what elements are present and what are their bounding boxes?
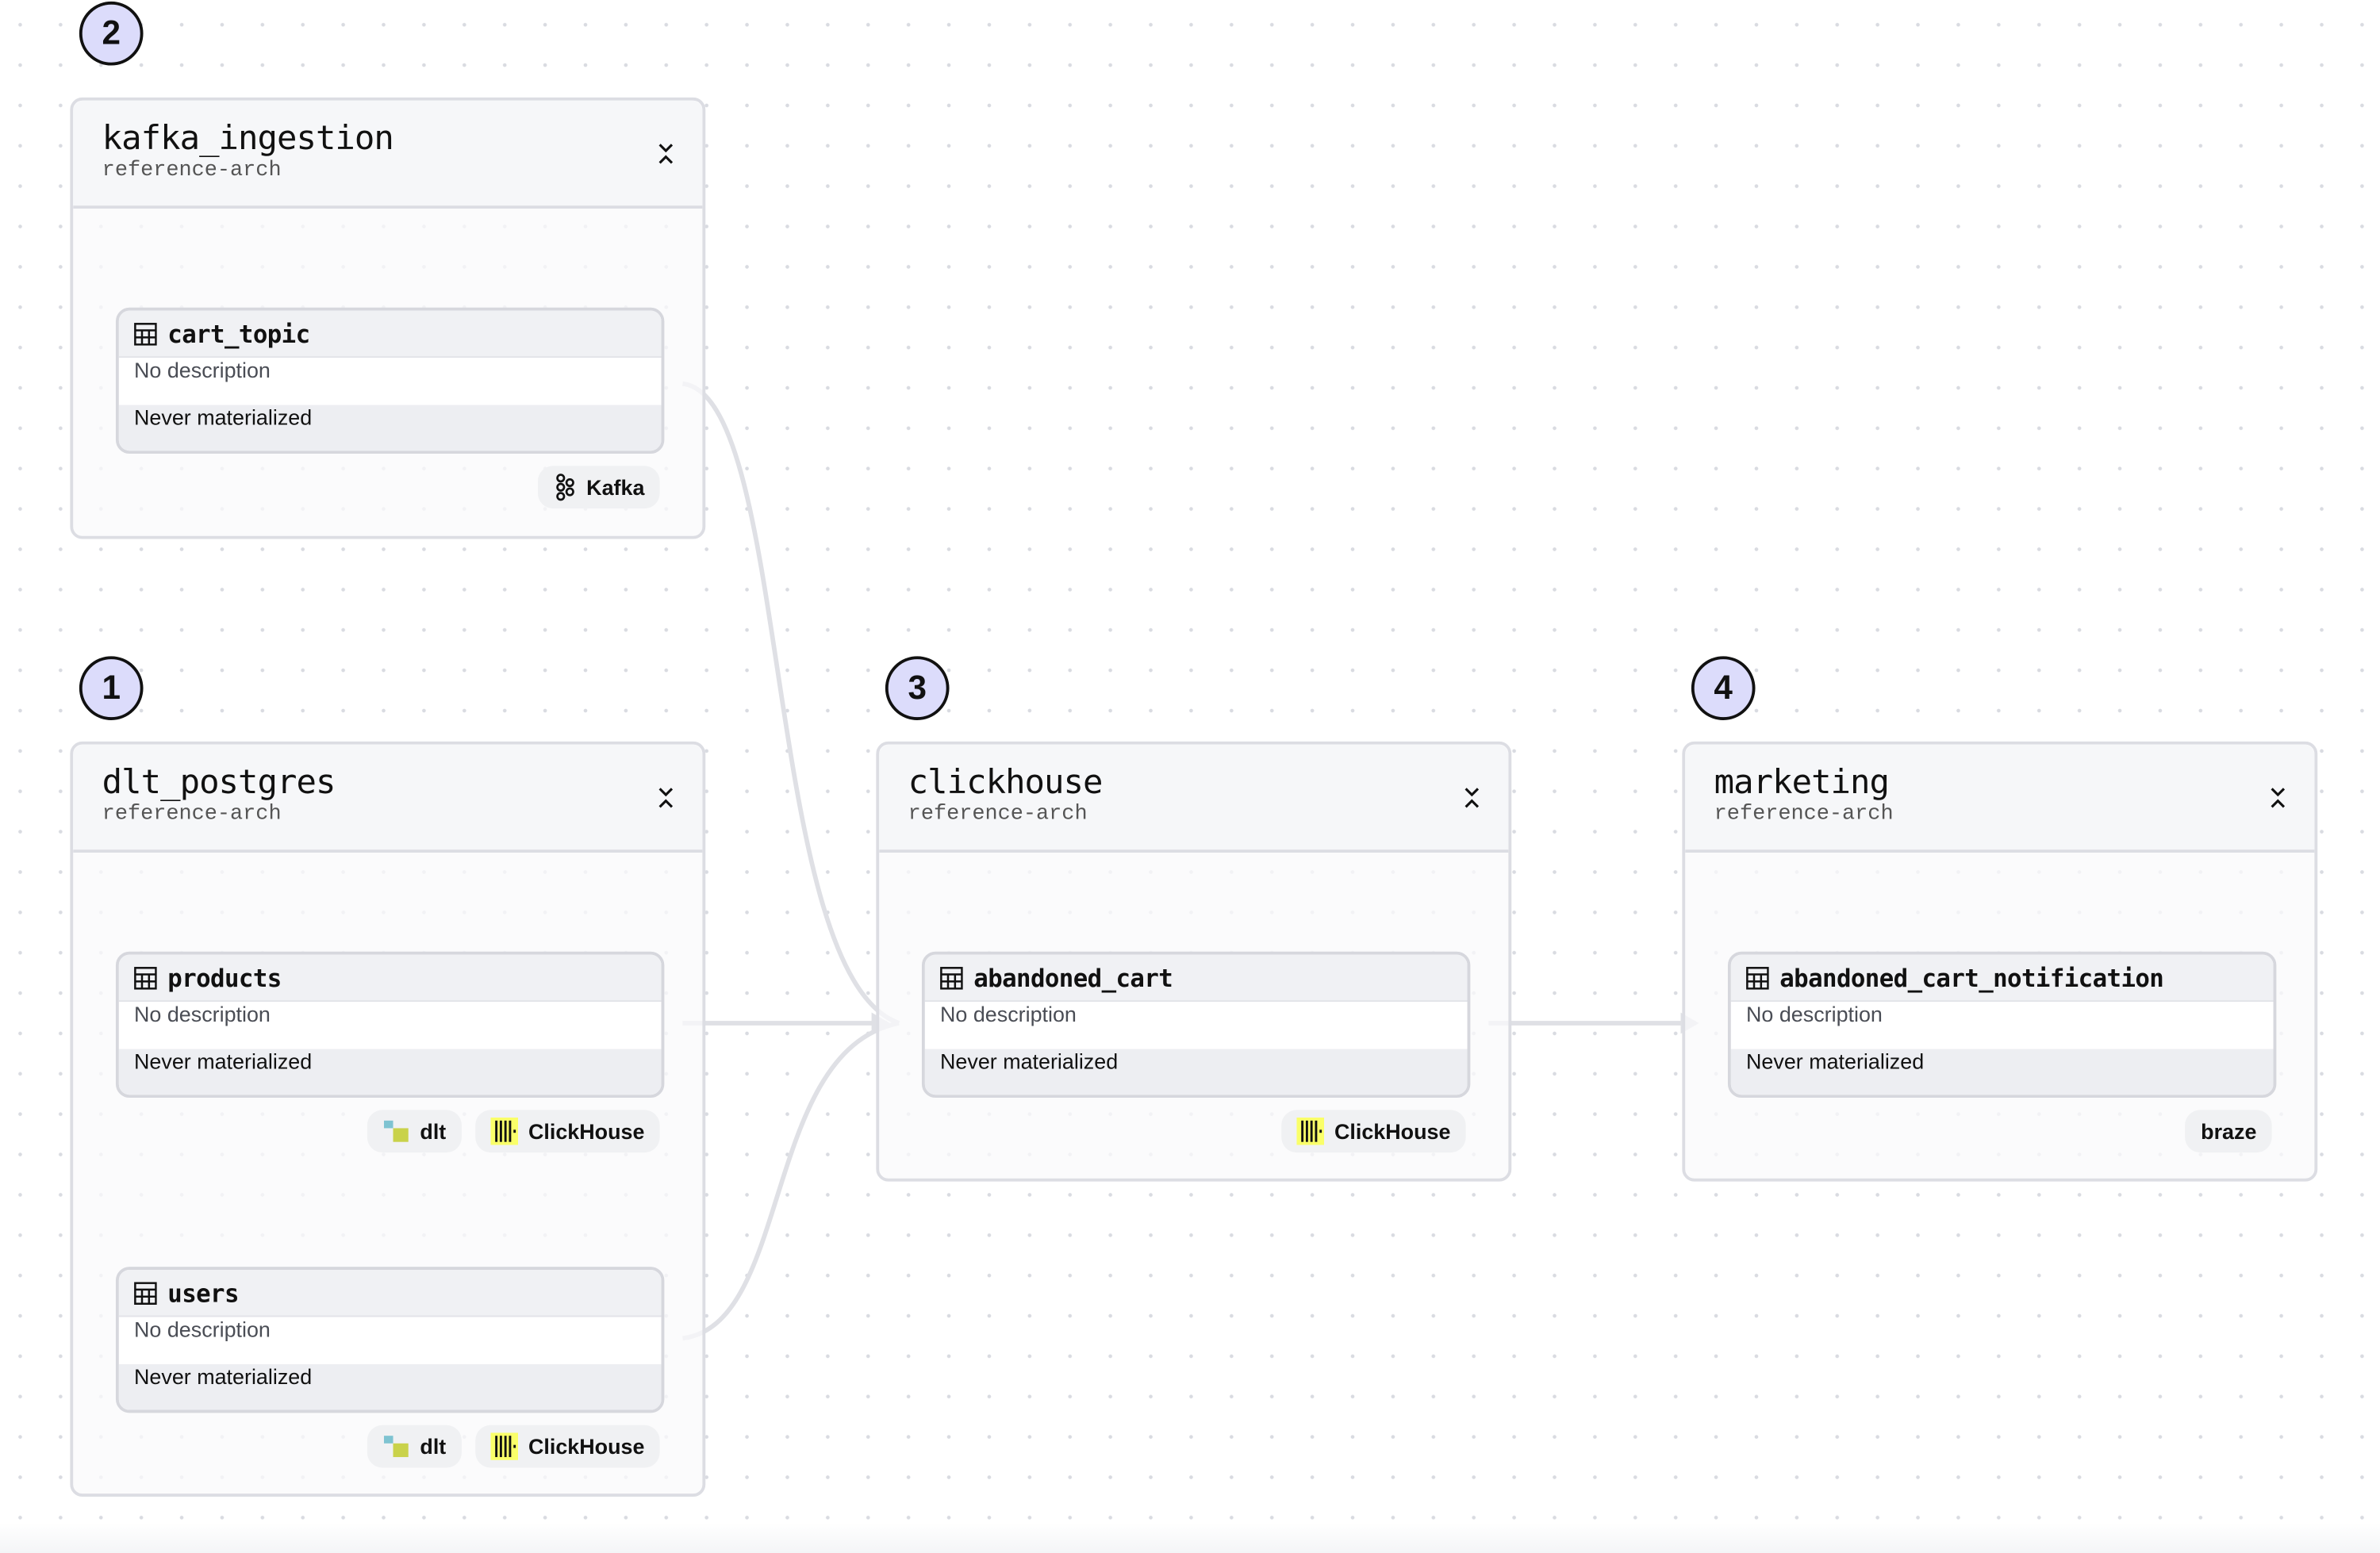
asset-status: Never materialized — [118, 1363, 662, 1410]
asset-name[interactable]: cart_topic — [167, 319, 310, 348]
asset-status: Never materialized — [118, 1049, 662, 1095]
collapse-icon[interactable] — [2269, 784, 2287, 812]
step-badge-3: 3 — [885, 656, 950, 720]
step-badge-2: 2 — [79, 1, 144, 66]
group-title: dlt_postgres — [102, 764, 336, 803]
asset-header: abandoned_cart — [924, 954, 1468, 1003]
group-title: kafka_ingestion — [102, 120, 394, 159]
collapse-icon[interactable] — [657, 784, 675, 812]
dlt-icon — [382, 1119, 409, 1144]
asset-description: No description — [118, 1002, 662, 1049]
tag-label: Kafka — [586, 474, 645, 500]
collapse-icon[interactable] — [1463, 784, 1481, 812]
asset-tags: braze — [2185, 1110, 2272, 1153]
tag-label: dlt — [420, 1434, 447, 1459]
asset-status: Never materialized — [924, 1049, 1468, 1095]
group-title: marketing — [1714, 764, 1890, 803]
tag-clickhouse[interactable]: ClickHouse — [474, 1425, 660, 1468]
group-subtitle: reference-arch — [908, 802, 1088, 827]
asset-header: cart_topic — [118, 310, 662, 359]
asset-description: No description — [118, 1317, 662, 1364]
kafka-icon — [553, 474, 576, 501]
asset-name[interactable]: abandoned_cart_notification — [1779, 963, 2164, 992]
collapse-icon[interactable] — [657, 140, 675, 168]
edge-users-abandoned_cart[interactable] — [682, 1021, 900, 1341]
tag-label: dlt — [420, 1118, 447, 1144]
table-icon — [1746, 966, 1769, 989]
asset-tags: ClickHouse — [1280, 1110, 1466, 1153]
tag-dlt[interactable]: dlt — [367, 1425, 462, 1468]
group-subtitle: reference-arch — [102, 158, 282, 183]
table-icon — [134, 322, 157, 345]
table-icon — [134, 966, 157, 989]
asset-description: No description — [924, 1002, 1468, 1049]
group-title: clickhouse — [908, 764, 1104, 803]
clickhouse-icon — [489, 1432, 518, 1460]
dlt-icon — [382, 1434, 409, 1459]
edge-cart_topic-abandoned_cart[interactable] — [682, 381, 900, 1026]
asset-name[interactable]: users — [167, 1278, 239, 1307]
group-subtitle: reference-arch — [102, 802, 282, 827]
asset-name[interactable]: abandoned_cart — [973, 963, 1173, 992]
asset-tags: dlt ClickHouse — [367, 1425, 660, 1468]
tag-dlt[interactable]: dlt — [367, 1110, 462, 1153]
asset-node-abandoned_cart_notification[interactable]: abandoned_cart_notification No descriptio… — [1727, 951, 2277, 1099]
asset-description: No description — [1730, 1002, 2274, 1049]
tag-clickhouse[interactable]: ClickHouse — [474, 1110, 660, 1153]
bottom-fade — [0, 1522, 2380, 1553]
tag-label: ClickHouse — [528, 1434, 645, 1459]
asset-header: users — [118, 1269, 662, 1317]
tag-label: braze — [2201, 1118, 2257, 1144]
tag-label: ClickHouse — [1334, 1118, 1451, 1144]
tag-braze[interactable]: braze — [2185, 1110, 2272, 1153]
group-subtitle: reference-arch — [1714, 802, 1894, 827]
clickhouse-icon — [1296, 1117, 1324, 1145]
step-badge-4: 4 — [1691, 656, 1756, 720]
step-badge-1: 1 — [79, 656, 144, 720]
asset-status: Never materialized — [118, 405, 662, 451]
asset-name[interactable]: products — [167, 963, 282, 992]
tag-kafka[interactable]: Kafka — [537, 466, 660, 509]
asset-status: Never materialized — [1730, 1049, 2274, 1095]
asset-header: abandoned_cart_notification — [1730, 954, 2274, 1003]
table-icon — [134, 1281, 157, 1305]
asset-tags: Kafka — [537, 466, 660, 509]
clickhouse-icon — [489, 1117, 518, 1145]
asset-description: No description — [118, 358, 662, 405]
table-icon — [940, 966, 963, 989]
asset-tags: dlt ClickHouse — [367, 1110, 660, 1153]
asset-header: products — [118, 954, 662, 1003]
tag-clickhouse[interactable]: ClickHouse — [1280, 1110, 1466, 1153]
tag-label: ClickHouse — [528, 1118, 645, 1144]
